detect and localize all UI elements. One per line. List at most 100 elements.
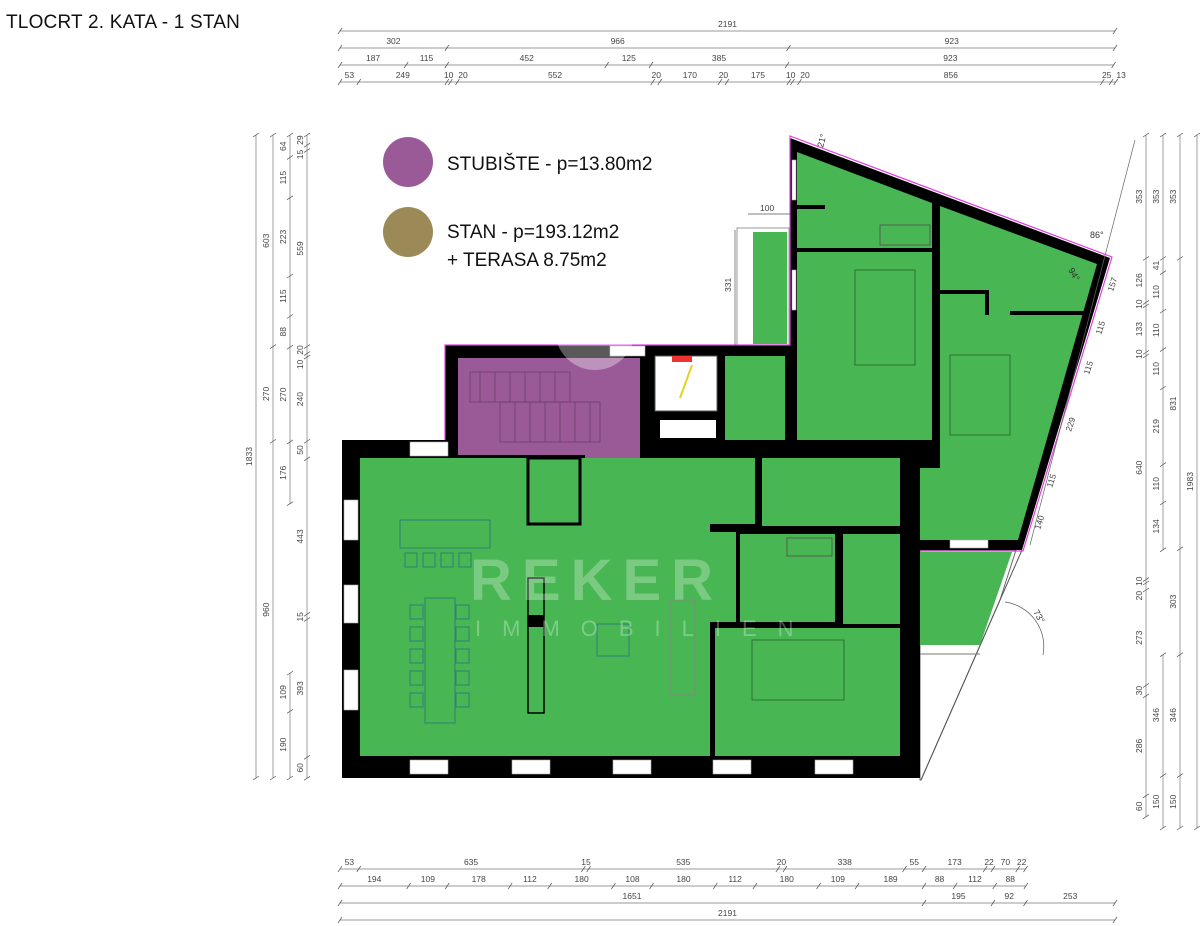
dim-label: 64	[278, 141, 288, 151]
bed	[854, 269, 916, 366]
room-bathroom	[740, 534, 835, 622]
dim-label: 180	[780, 874, 794, 884]
windows	[343, 159, 989, 775]
dim-tick	[650, 78, 655, 86]
dim-label: 15	[295, 149, 305, 159]
dim-label: 353	[1168, 189, 1178, 203]
dim-tick	[648, 61, 654, 69]
dim-label: 195	[951, 891, 965, 901]
dim-tick	[1142, 580, 1150, 586]
dim-label: 108	[625, 874, 639, 884]
dim-label: 353	[1134, 189, 1144, 203]
dim-tick	[337, 44, 343, 52]
dim-tick	[1142, 350, 1150, 355]
dim-tick	[1113, 78, 1118, 86]
diag-dim: 229	[1063, 416, 1077, 433]
dim-label: 170	[683, 70, 697, 80]
dim-tick	[286, 709, 294, 714]
dim-tick	[784, 61, 790, 69]
dim-tick	[921, 882, 927, 890]
dim-tick	[1159, 652, 1167, 657]
dim-tick	[444, 61, 450, 69]
wall-inner	[940, 290, 985, 294]
room-wc	[725, 356, 785, 440]
dim-tick	[303, 776, 311, 781]
legend-apartment-label: STAN - p=193.12m2	[447, 222, 619, 243]
dim-label: 133	[1134, 322, 1144, 336]
dim-tick	[921, 899, 927, 907]
dim-label: 30	[1134, 686, 1144, 696]
angle-arc	[1004, 601, 1045, 656]
dim-label: 1833	[244, 447, 254, 466]
dim-tick	[1142, 256, 1150, 261]
dim-tick	[990, 899, 996, 907]
terrace-depth-dim: 331	[723, 278, 733, 292]
elevator-shaft	[660, 420, 716, 438]
dim-tick	[269, 132, 277, 138]
room-closet	[706, 532, 736, 622]
dim-tick	[286, 273, 294, 279]
furniture	[399, 224, 1011, 724]
dim-label: 20	[1134, 591, 1144, 601]
dim-tick	[657, 78, 663, 86]
dim-tick	[252, 132, 260, 138]
sofa	[669, 599, 696, 696]
dim-tick	[611, 882, 616, 890]
dim-tick	[337, 61, 343, 69]
dim-label: 22	[984, 857, 994, 867]
room-wardrobe	[843, 534, 900, 624]
dim-tick	[1159, 347, 1167, 352]
dim-tick	[1176, 652, 1184, 657]
dim-tick	[1142, 303, 1150, 309]
kitchen-counter	[399, 519, 491, 549]
wall-inner	[797, 205, 825, 209]
outline-magenta	[444, 135, 1113, 552]
dim-label: 20	[777, 857, 787, 867]
dim-tick	[1159, 270, 1167, 275]
stair-treads	[469, 371, 601, 443]
dim-label: 173	[947, 857, 961, 867]
dim-tick	[604, 61, 609, 69]
dim-tick	[303, 456, 311, 462]
dim-label: 273	[1134, 630, 1144, 644]
dim-label: 302	[386, 36, 400, 46]
dim-tick	[455, 78, 460, 86]
dim-tick	[1176, 773, 1184, 778]
dim-tick	[921, 865, 927, 873]
dim-label: 194	[367, 874, 381, 884]
dim-tick	[786, 44, 791, 52]
diag-dim: 140	[1032, 514, 1046, 531]
terrace-right	[920, 552, 1012, 645]
legend-apartment-swatch	[383, 207, 433, 257]
dim-tick	[403, 61, 409, 69]
dim-tick	[1159, 132, 1167, 138]
dim-label: 966	[611, 36, 625, 46]
dining-table	[424, 597, 456, 724]
angle-right: 86°	[1090, 230, 1104, 240]
dim-label: 29	[295, 135, 305, 145]
dim-tick	[1142, 353, 1150, 359]
dim-label: 53	[345, 70, 355, 80]
room-bedroom-south	[715, 628, 900, 756]
dim-label: 1651	[623, 891, 642, 901]
dim-tick	[286, 195, 294, 201]
dim-tick	[1023, 865, 1028, 873]
dim-label: 50	[295, 445, 305, 455]
dim-tick	[1142, 132, 1150, 138]
dim-label: 346	[1151, 708, 1161, 722]
dim-tick	[303, 148, 311, 153]
dim-label: 559	[295, 241, 305, 255]
dim-label: 88	[278, 327, 288, 337]
dim-label: 60	[295, 763, 305, 773]
dim-tick	[303, 142, 311, 148]
legend-stairs-label: STUBIŠTE - p=13.80m2	[447, 153, 652, 175]
dim-tick	[1159, 773, 1167, 778]
dim-label: 134	[1151, 519, 1161, 533]
dim-label: 187	[366, 53, 380, 63]
dim-label: 303	[1168, 594, 1178, 608]
dim-tick	[448, 78, 453, 86]
dim-tick	[286, 155, 294, 160]
dim-tick	[816, 882, 821, 890]
dim-tick	[786, 78, 792, 86]
dim-tick	[356, 865, 362, 873]
